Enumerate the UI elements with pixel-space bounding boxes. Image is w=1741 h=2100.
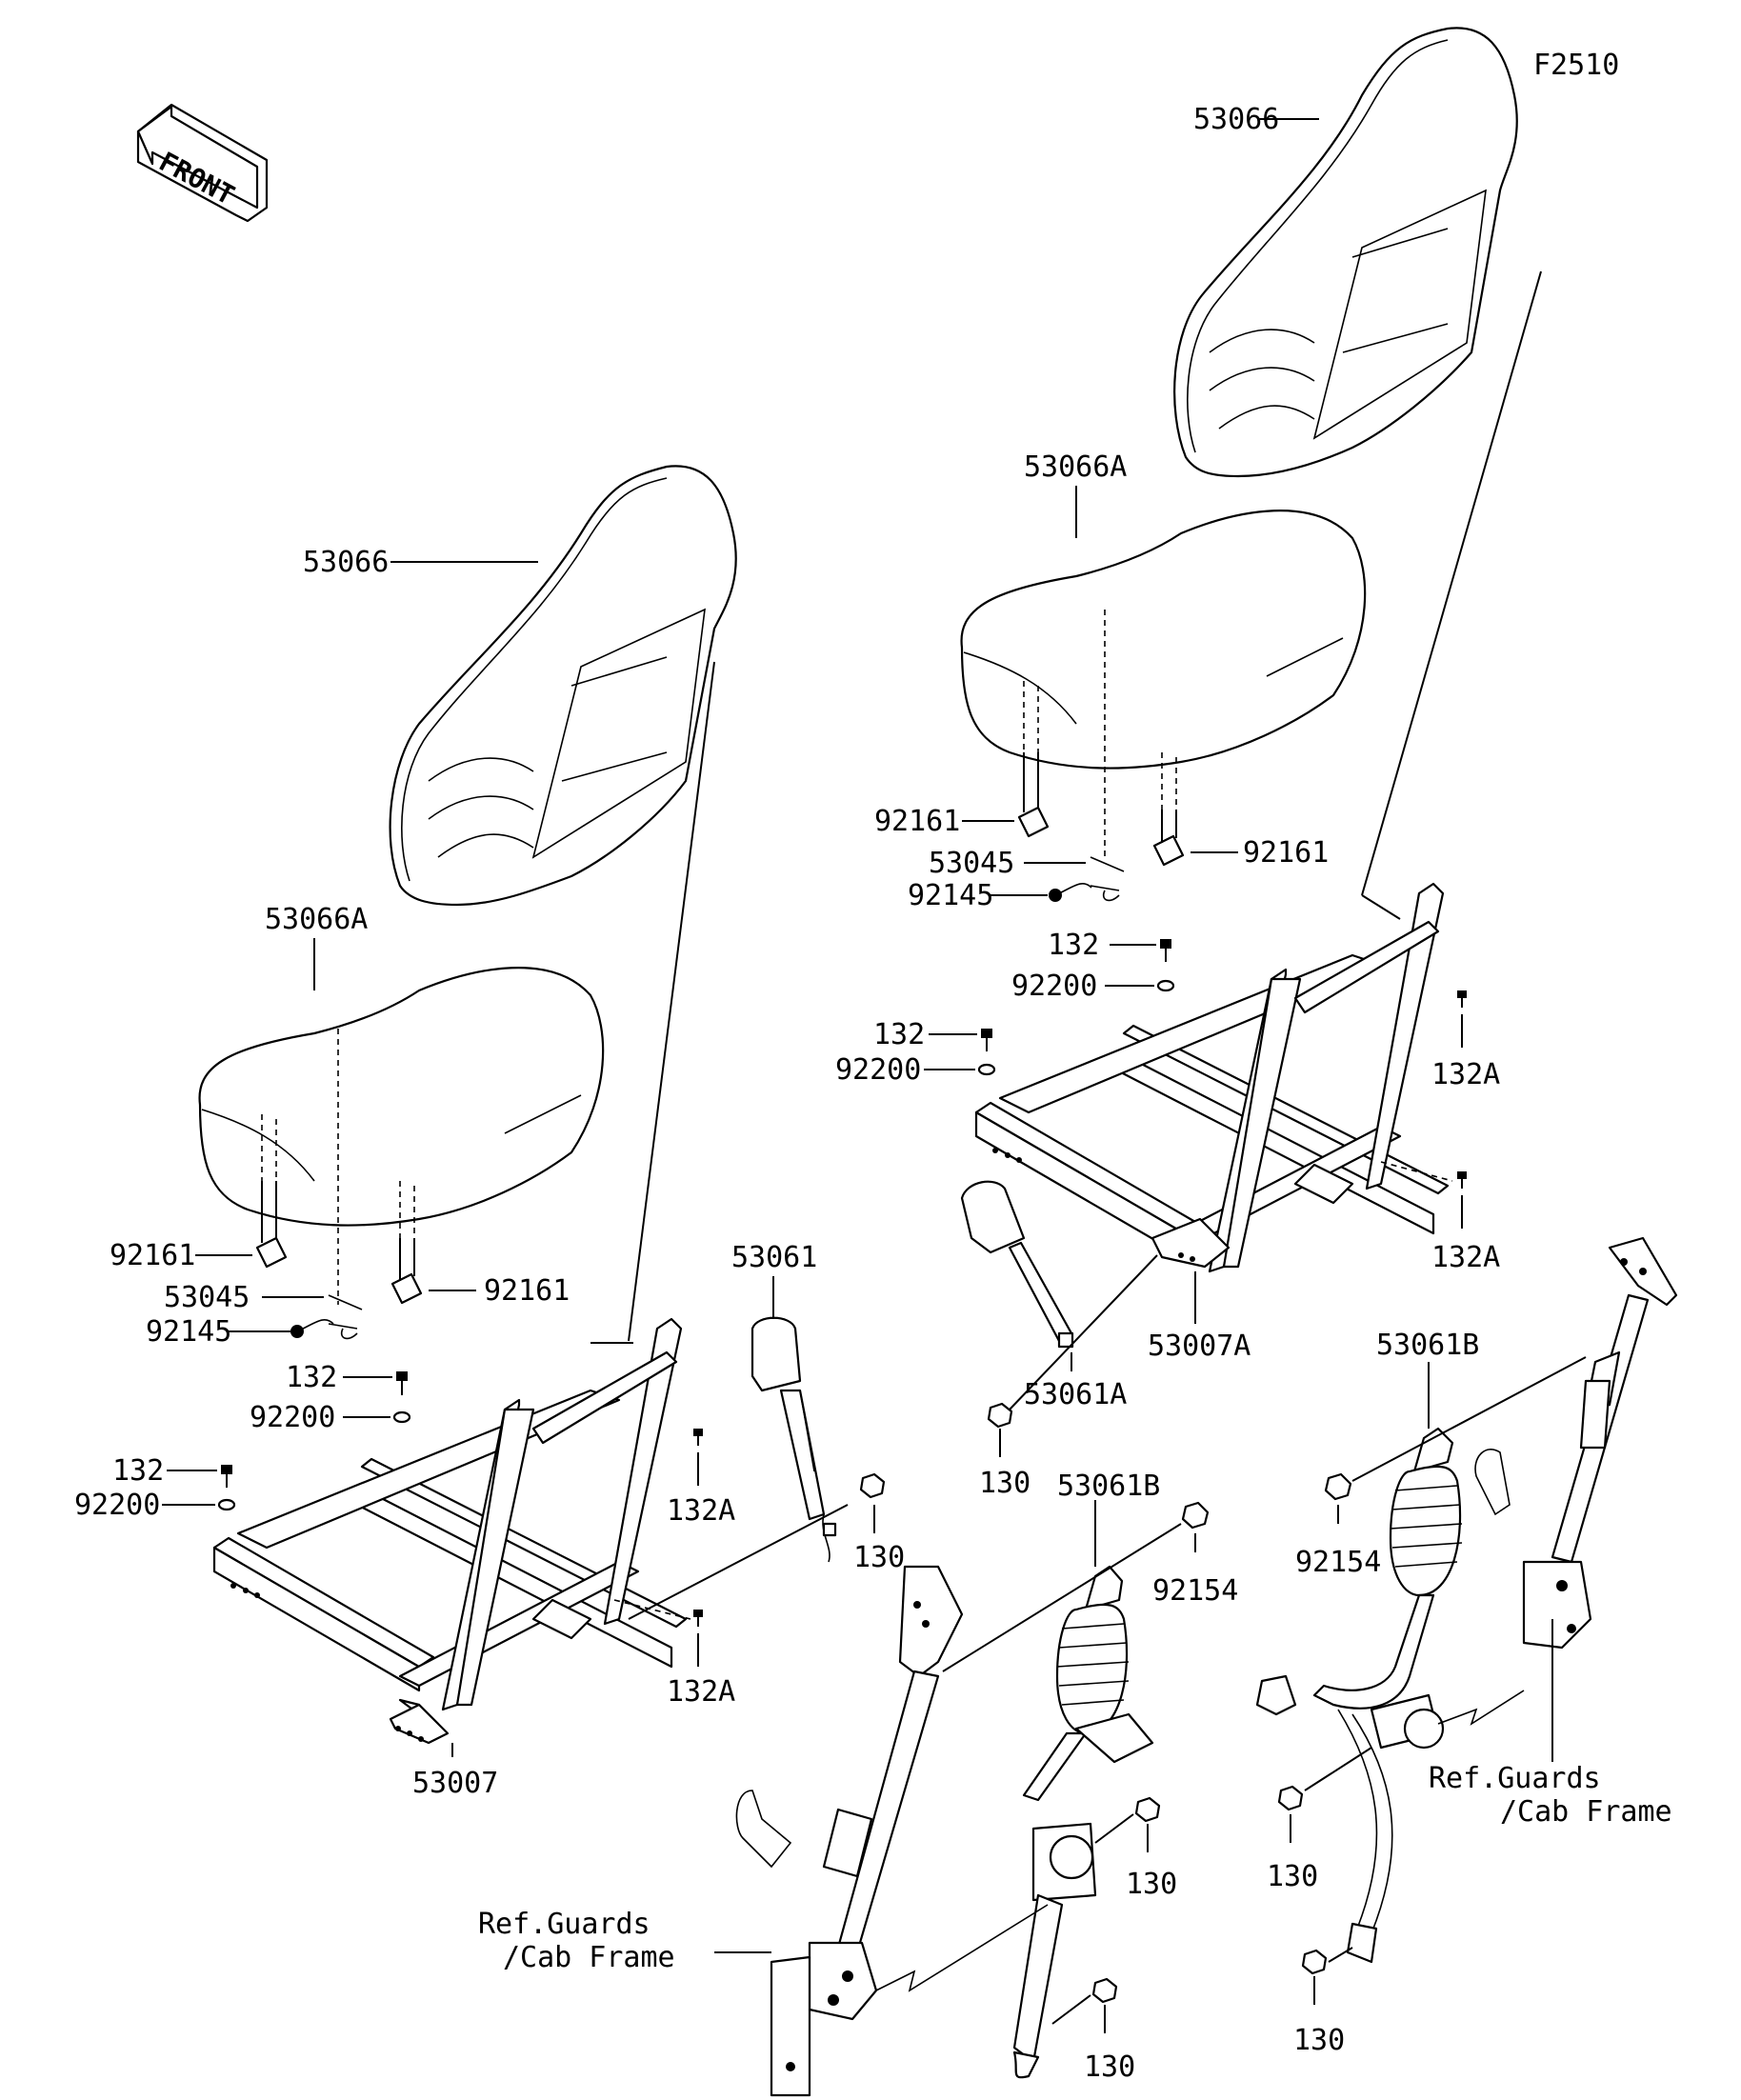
- left-buckle: [750, 1316, 837, 1563]
- right-seat-back: [1173, 27, 1518, 478]
- label-bolt-left-b: 132: [112, 1454, 164, 1488]
- label-washer-left-b: 92200: [74, 1489, 160, 1522]
- left-seat-frame: [212, 1317, 688, 1745]
- label-bracket-right-front: 92161: [1243, 836, 1329, 870]
- right-bracket-rear: [1017, 752, 1050, 838]
- right-buckle: [960, 1180, 1074, 1349]
- left-belt-bolt-c: [1134, 1796, 1161, 1823]
- right-seat-frame: [974, 882, 1450, 1273]
- right-lever: [1090, 856, 1125, 902]
- left-bolt-b: [221, 1465, 232, 1488]
- label-buckle-right: 53061A: [1024, 1378, 1127, 1411]
- left-washer-b: [217, 1498, 236, 1511]
- right-back-mount-line: [1361, 270, 1542, 896]
- ref-left-line1: Ref.Guards: [478, 1908, 650, 1941]
- left-guard-frame: [735, 1565, 964, 2097]
- ref-right-line1: Ref.Guards: [1429, 1762, 1601, 1795]
- right-belt-nut: [1324, 1472, 1352, 1501]
- left-screw-upper: [693, 1429, 703, 1446]
- left-seat-belt: [1012, 1565, 1154, 2079]
- label-bracket-right-rear: 92161: [874, 805, 960, 838]
- right-belt-anchor-line: [1437, 1690, 1525, 1726]
- label-bolt-right-b: 132: [873, 1018, 925, 1051]
- left-lever: [328, 1294, 363, 1340]
- label-bolt130-d: 130: [1084, 2050, 1135, 2084]
- label-nut-right: 92154: [1295, 1546, 1381, 1579]
- left-bracket-front: [390, 1238, 423, 1305]
- label-bolt130-b: 130: [979, 1467, 1031, 1500]
- left-screw-lower: [693, 1610, 703, 1627]
- front-arrow-icon: FRONT: [136, 103, 269, 223]
- label-spring-left: 92145: [146, 1315, 231, 1349]
- left-back-mount-line: [628, 661, 715, 1342]
- label-nut-left: 92154: [1152, 1574, 1238, 1608]
- left-bolt-a: [396, 1371, 408, 1395]
- label-bolt130-a: 130: [853, 1541, 905, 1574]
- label-frame-left: 53007: [412, 1767, 498, 1800]
- ref-left-line2: /Cab Frame: [503, 1941, 675, 1974]
- left-belt-nut: [1181, 1501, 1210, 1530]
- right-belt-bolt-e: [1277, 1785, 1304, 1811]
- label-washer-left-a: 92200: [250, 1401, 335, 1434]
- label-bolt-left-a: 132: [286, 1361, 337, 1394]
- label-bolt130-f: 130: [1293, 2024, 1345, 2057]
- label-bolt130-c: 130: [1126, 1868, 1177, 1901]
- label-spring-right: 92145: [908, 879, 993, 912]
- left-buckle-bolt: [859, 1472, 886, 1499]
- label-lever-right: 53045: [929, 847, 1014, 880]
- label-screw-left-upper: 132A: [667, 1494, 735, 1528]
- label-bracket-left-front: 92161: [484, 1274, 570, 1308]
- left-bracket-rear: [255, 1181, 288, 1269]
- left-washer-a: [392, 1410, 411, 1424]
- right-guard-frame: [1474, 1236, 1678, 1650]
- right-washer-b: [977, 1063, 996, 1076]
- label-screw-right-lower: 132A: [1431, 1241, 1500, 1274]
- left-belt-bolt-d: [1091, 1977, 1118, 2004]
- label-frame-right: 53007A: [1148, 1330, 1251, 1363]
- right-buckle-bolt: [987, 1402, 1013, 1429]
- ref-right-line2: /Cab Frame: [1500, 1795, 1672, 1829]
- label-screw-left-lower: 132A: [667, 1675, 735, 1709]
- label-screw-right-upper: 132A: [1431, 1058, 1500, 1091]
- label-seat-back-left: 53066: [303, 546, 389, 579]
- right-screw-lower: [1457, 1171, 1467, 1189]
- right-bolt-b: [981, 1029, 992, 1051]
- label-washer-right-b: 92200: [835, 1053, 921, 1087]
- label-seat-back-right: 53066: [1193, 103, 1279, 136]
- label-buckle-left: 53061: [731, 1241, 817, 1274]
- right-belt-bolt-f: [1301, 1949, 1328, 1975]
- figure-code: F2510: [1533, 49, 1619, 82]
- label-seat-cushion-left: 53066A: [265, 903, 368, 936]
- right-seat-cushion: [960, 510, 1367, 857]
- label-lever-left: 53045: [164, 1281, 250, 1314]
- label-bracket-left-rear: 92161: [110, 1239, 195, 1272]
- right-washer-a: [1156, 979, 1175, 992]
- right-seat-belt: [1255, 1427, 1463, 1964]
- left-seat-cushion: [198, 967, 605, 1305]
- label-seat-cushion-right: 53066A: [1024, 450, 1127, 484]
- left-belt-anchor-line: [875, 1904, 1049, 1992]
- label-belt-left: 53061B: [1057, 1470, 1160, 1503]
- right-bracket-front: [1152, 810, 1185, 867]
- right-bolt-a: [1160, 939, 1171, 962]
- left-seat-back: [389, 465, 737, 907]
- label-belt-right: 53061B: [1376, 1329, 1479, 1362]
- right-screw-upper: [1457, 990, 1467, 1008]
- label-bolt-right-a: 132: [1048, 929, 1099, 962]
- label-bolt130-e: 130: [1267, 1860, 1318, 1893]
- right-spring: [1049, 883, 1092, 902]
- left-spring: [290, 1319, 334, 1338]
- label-washer-right-a: 92200: [1011, 970, 1097, 1003]
